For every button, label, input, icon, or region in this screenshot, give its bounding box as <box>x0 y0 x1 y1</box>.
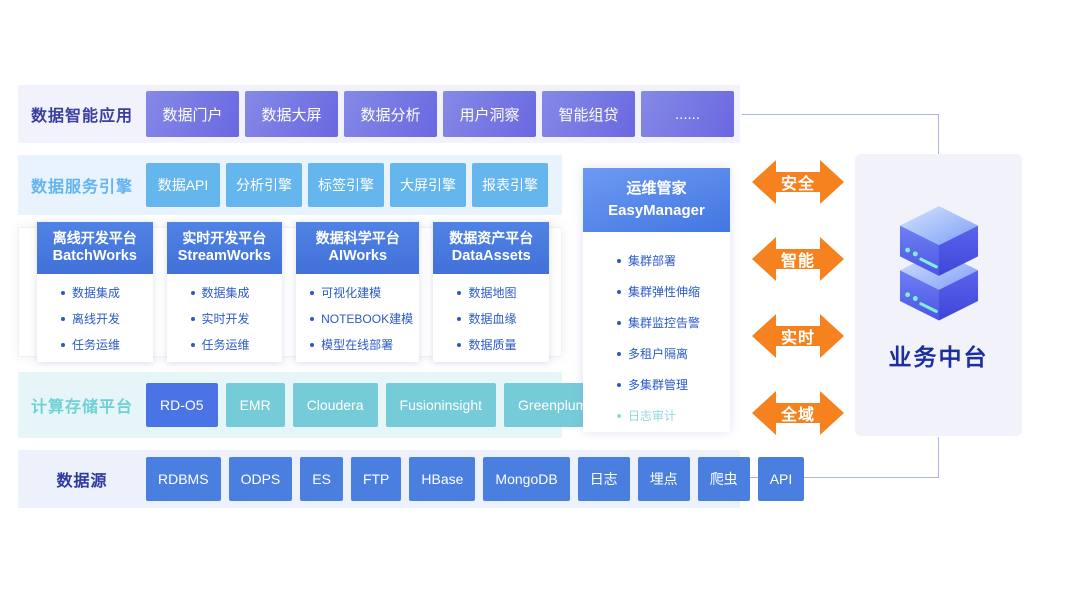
platform-feature-list: 数据地图 数据血缘 数据质量 <box>433 274 549 362</box>
platform-title-en: AIWorks <box>328 248 388 265</box>
source-chip: ES <box>300 457 343 501</box>
feature-item: 数据质量 <box>457 336 549 353</box>
platform-card-header: 离线开发平台 BatchWorks <box>37 221 153 275</box>
source-chip: HBase <box>409 457 476 501</box>
source-chip: ODPS <box>228 457 293 501</box>
engines-row: 数据服务引擎 数据API 分析引擎 标签引擎 大屏引擎 报表引擎 <box>18 155 562 215</box>
arrow-label: 实时 <box>780 330 815 347</box>
compute-chip: RD-O5 <box>146 383 218 427</box>
feature-item: 集群部署 <box>617 252 730 269</box>
feature-item: NOTEBOOK建模 <box>310 310 419 327</box>
feature-item: 数据血缘 <box>457 310 549 327</box>
double-arrow-icon <box>752 391 844 435</box>
double-arrow-icon <box>752 160 844 204</box>
platform-title-cn: 数据科学平台 <box>315 229 400 246</box>
app-chip: 用户洞察 <box>443 91 536 137</box>
platform-card-aiworks: 数据科学平台 AIWorks 可视化建模 NOTEBOOK建模 模型在线部署 <box>296 221 420 363</box>
platform-title-cn: 离线开发平台 <box>52 229 137 246</box>
feature-item: 数据地图 <box>457 284 549 301</box>
source-chip: 爬虫 <box>697 457 750 501</box>
engines-chip-list: 数据API 分析引擎 标签引擎 大屏引擎 报表引擎 <box>146 163 562 207</box>
platform-feature-list: 数据集成 实时开发 任务运维 <box>167 274 283 362</box>
feature-item: 模型在线部署 <box>310 336 419 353</box>
compute-chip: Cloudera <box>292 383 378 427</box>
platforms-row: 离线开发平台 BatchWorks 数据集成 离线开发 任务运维 实时开发平台 … <box>18 221 562 363</box>
feature-item: 可视化建模 <box>310 284 419 301</box>
easymanager-title-en: EasyManager <box>608 202 705 219</box>
platform-title-en: StreamWorks <box>177 248 271 265</box>
business-platform-label: 业务中台 <box>888 344 989 370</box>
connector-top-line <box>742 114 939 154</box>
platform-feature-list: 可视化建模 NOTEBOOK建模 模型在线部署 <box>296 274 419 362</box>
feature-item: 任务运维 <box>191 336 283 353</box>
feature-item: 日志审计 <box>617 407 730 424</box>
apps-row-label: 数据智能应用 <box>30 108 133 125</box>
capability-arrow-intelligence: 智能 <box>752 235 844 283</box>
platform-title-cn: 实时开发平台 <box>182 229 267 246</box>
server-stack-icon <box>899 206 978 321</box>
app-chip: 智能组贷 <box>542 91 635 137</box>
feature-item: 集群弹性伸缩 <box>617 283 730 300</box>
app-chip: 数据门户 <box>146 91 239 137</box>
double-arrow-icon <box>752 237 844 281</box>
engine-chip: 大屏引擎 <box>390 163 466 207</box>
capability-arrow-realtime: 实时 <box>752 312 844 360</box>
platform-card-header: 数据资产平台 DataAssets <box>433 221 550 275</box>
platform-title-en: DataAssets <box>451 248 531 265</box>
arrow-label: 全域 <box>780 407 815 424</box>
easymanager-header: 运维管家 EasyManager <box>583 168 730 232</box>
source-chip: FTP <box>350 457 402 501</box>
platform-card-batchworks: 离线开发平台 BatchWorks 数据集成 离线开发 任务运维 <box>37 221 153 363</box>
feature-item: 任务运维 <box>61 336 153 353</box>
compute-chip: EMR <box>225 383 285 427</box>
connector-bottom-line <box>742 437 939 478</box>
platform-title-cn: 数据资产平台 <box>449 229 534 246</box>
feature-item: 数据集成 <box>61 284 153 301</box>
app-chip: 数据大屏 <box>245 91 338 137</box>
source-chip: MongoDB <box>483 457 570 501</box>
app-chip-ellipsis: ...... <box>641 91 734 137</box>
feature-item: 多集群管理 <box>617 376 730 393</box>
business-platform-panel: 业务中台 <box>855 154 1022 436</box>
engine-chip: 报表引擎 <box>472 163 548 207</box>
platform-card-header: 数据科学平台 AIWorks <box>296 221 420 275</box>
feature-item: 多租户隔离 <box>617 345 730 362</box>
engines-row-label: 数据服务引擎 <box>30 179 133 196</box>
sources-chip-list: RDBMS ODPS ES FTP HBase MongoDB 日志 埋点 爬虫… <box>146 457 805 501</box>
easymanager-feature-list: 集群部署 集群弹性伸缩 集群监控告警 多租户隔离 多集群管理 日志审计 <box>583 232 730 424</box>
arrow-label: 智能 <box>780 253 815 270</box>
easymanager-title-cn: 运维管家 <box>626 180 687 198</box>
app-chip: 数据分析 <box>344 91 437 137</box>
sources-row: 数据源 RDBMS ODPS ES FTP HBase MongoDB 日志 埋… <box>18 450 805 508</box>
platform-feature-list: 数据集成 离线开发 任务运维 <box>37 274 153 362</box>
double-arrow-icon <box>752 314 844 358</box>
platform-card-streamworks: 实时开发平台 StreamWorks 数据集成 实时开发 任务运维 <box>166 221 283 363</box>
source-chip: 埋点 <box>637 457 690 501</box>
compute-chip-list: RD-O5 EMR Cloudera Fusioninsight Greenpl… <box>146 383 602 427</box>
compute-row-label: 计算存储平台 <box>30 399 133 416</box>
compute-row: 计算存储平台 RD-O5 EMR Cloudera Fusioninsight … <box>18 372 602 438</box>
apps-row: 数据智能应用 数据门户 数据大屏 数据分析 用户洞察 智能组贷 ...... <box>18 85 740 143</box>
feature-item: 集群监控告警 <box>617 314 730 331</box>
engine-chip: 数据API <box>146 163 220 207</box>
compute-chip: Fusioninsight <box>385 383 497 427</box>
capability-arrow-global: 全域 <box>752 389 844 437</box>
platform-title-en: BatchWorks <box>52 248 137 265</box>
platform-card-header: 实时开发平台 StreamWorks <box>166 221 283 275</box>
feature-item: 实时开发 <box>191 310 283 327</box>
easymanager-card: 运维管家 EasyManager 集群部署 集群弹性伸缩 集群监控告警 多租户隔… <box>583 168 730 432</box>
feature-item: 数据集成 <box>191 284 283 301</box>
source-chip: 日志 <box>577 457 630 501</box>
apps-chip-list: 数据门户 数据大屏 数据分析 用户洞察 智能组贷 ...... <box>146 91 740 137</box>
capability-arrow-security: 安全 <box>752 158 844 206</box>
capability-arrows: 安全 智能 实时 全域 <box>752 158 844 437</box>
source-chip: API <box>757 457 805 501</box>
source-chip: RDBMS <box>146 457 221 501</box>
engine-chip: 标签引擎 <box>308 163 384 207</box>
arrow-label: 安全 <box>780 176 815 193</box>
sources-row-label: 数据源 <box>56 473 108 490</box>
platform-card-dataassets: 数据资产平台 DataAssets 数据地图 数据血缘 数据质量 <box>433 221 550 363</box>
engine-chip: 分析引擎 <box>226 163 302 207</box>
feature-item: 离线开发 <box>61 310 153 327</box>
